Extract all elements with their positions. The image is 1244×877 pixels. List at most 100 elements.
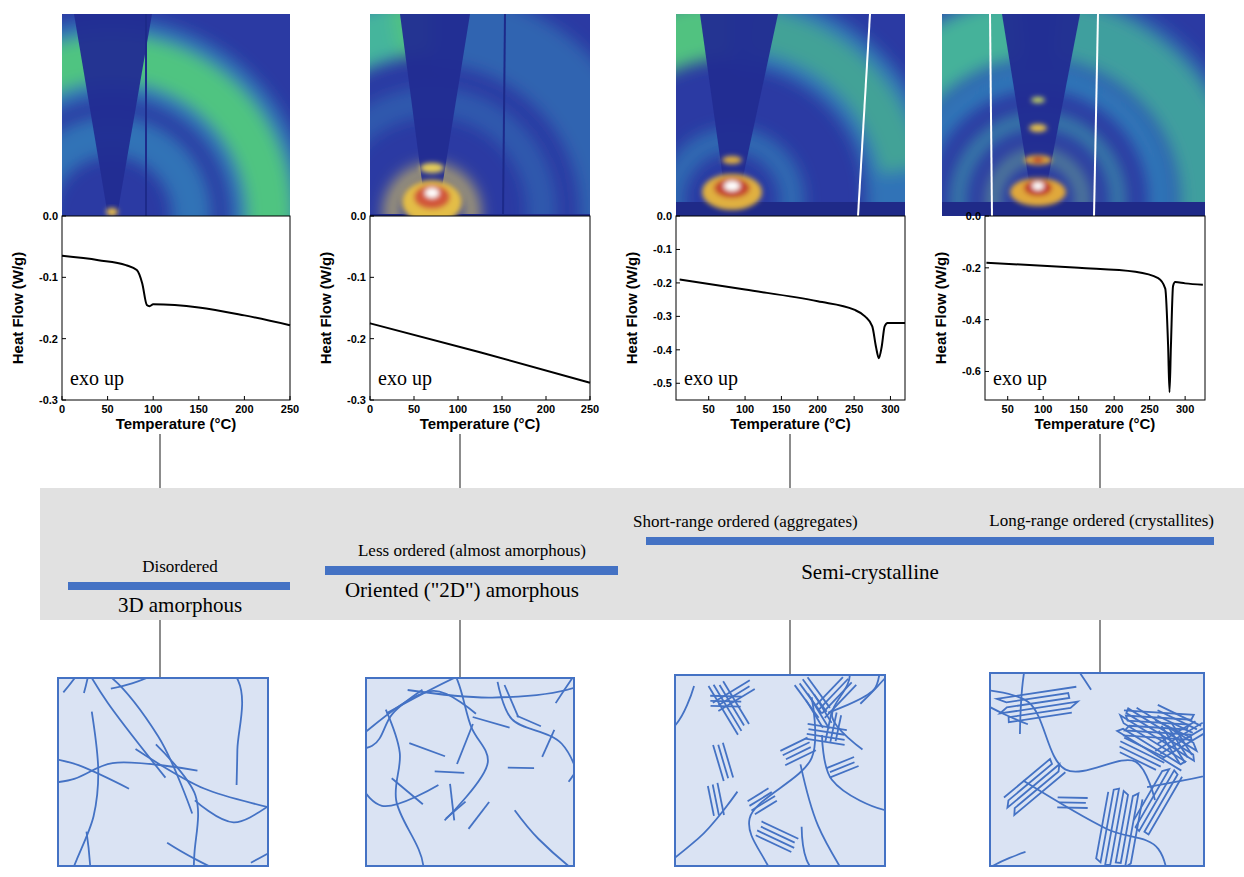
polymer-chains [991, 674, 1203, 865]
category-label: Oriented ("2D") amorphous [345, 578, 579, 602]
leader-line [459, 620, 461, 677]
polymer-chain [408, 679, 573, 698]
scattering-images [0, 0, 1244, 415]
chain-segment [446, 802, 466, 819]
polymer-chain [59, 679, 192, 857]
plot-frame [985, 216, 1205, 400]
leader-line [1099, 620, 1101, 672]
order-bar [646, 537, 1214, 545]
detector-gap [1094, 14, 1098, 216]
chain-segment [836, 715, 842, 741]
axis-title: Temperature (°C) [420, 416, 541, 433]
diffraction-spot [702, 174, 762, 210]
polymer-chain [1001, 674, 1091, 690]
diffraction-spot [402, 180, 462, 216]
tick-mark [62, 277, 66, 278]
exo-note: exo up [684, 367, 738, 389]
chain-segment [542, 730, 554, 757]
diffraction-spot [425, 188, 439, 198]
diffraction-spot [714, 178, 750, 198]
tick-mark [676, 216, 680, 217]
axis-title: Heat Flow (W/g) [318, 252, 335, 365]
diffraction-spot [1010, 178, 1066, 206]
dsc-curve [680, 280, 905, 359]
folded-lamella [1123, 710, 1194, 739]
scattering-pattern [370, 14, 590, 216]
tick-label: -0.6 [962, 365, 981, 377]
tick-label: -0.3 [653, 310, 672, 322]
chain-segment [830, 762, 854, 772]
tick-mark [458, 396, 459, 400]
polymer-chain [860, 676, 884, 704]
tick-mark [1114, 396, 1115, 400]
tick-label: -0.1 [653, 243, 672, 255]
chain-segment [1058, 796, 1088, 798]
scattering-pattern [942, 14, 1205, 216]
polymer-chain [367, 691, 476, 794]
chain-segment [786, 747, 811, 759]
dsc-plot [370, 216, 590, 400]
scattering-ring [942, 14, 1205, 216]
tick-label: 0.0 [966, 210, 981, 222]
chain-segment [713, 745, 724, 781]
folded-lamella [997, 687, 1078, 723]
diffraction-spot [106, 208, 118, 216]
chain-schematic [489, 568, 1002, 877]
tick-mark [1149, 396, 1150, 400]
chain-segment [723, 743, 733, 778]
folded-lamella [1004, 759, 1065, 815]
tick-mark [107, 396, 108, 400]
tick-mark [370, 338, 374, 339]
plot-frame [370, 216, 590, 400]
polymer-chain [59, 679, 129, 789]
exo-note: exo up [993, 367, 1047, 389]
schematic-box [675, 675, 885, 866]
tick-label: -0.2 [347, 333, 366, 345]
dsc-curve [986, 263, 1202, 393]
chain-segment [825, 685, 857, 718]
axis-title: Temperature (°C) [730, 416, 851, 433]
detector-gap [990, 14, 992, 216]
tick-label: -0.1 [347, 271, 366, 283]
tick-label: 150 [493, 403, 511, 415]
tick-label: -0.4 [962, 314, 981, 326]
chain-segment [795, 685, 819, 718]
tick-label: -0.3 [347, 394, 366, 406]
tick-label: 250 [581, 403, 599, 415]
chain-segment [457, 724, 473, 764]
tick-label: 0 [367, 403, 373, 415]
exo-note: exo up [70, 367, 124, 389]
tick-mark [62, 400, 66, 401]
diffraction-spots [402, 163, 462, 216]
plot-frame [676, 216, 905, 400]
tick-mark [745, 396, 746, 400]
chain-segment [803, 679, 827, 712]
chain-segment [517, 716, 541, 727]
plot-frame [62, 216, 290, 400]
chain-segment [755, 801, 777, 814]
tick-label: 50 [101, 403, 113, 415]
tick-label: -0.2 [39, 333, 58, 345]
schematic-box [366, 678, 574, 866]
horizon-strip [942, 202, 1205, 216]
polymer-chains [676, 676, 884, 865]
tick-label: 0.0 [657, 210, 672, 222]
chain-segment [718, 745, 728, 778]
chain-segment [469, 802, 490, 829]
tick-label: 250 [1140, 403, 1158, 415]
polymer-chain [63, 679, 267, 692]
chain-segment [822, 682, 852, 713]
axis-title: Temperature (°C) [1035, 416, 1156, 433]
polymer-chain [802, 827, 850, 865]
tick-label: 250 [845, 403, 863, 415]
missing-wedge [700, 14, 778, 200]
chain-segment [1059, 801, 1086, 803]
tick-label: -0.2 [962, 262, 981, 274]
tick-label: 100 [1034, 403, 1052, 415]
polymer-chain [515, 810, 573, 865]
polymer-chain [1023, 781, 1168, 865]
